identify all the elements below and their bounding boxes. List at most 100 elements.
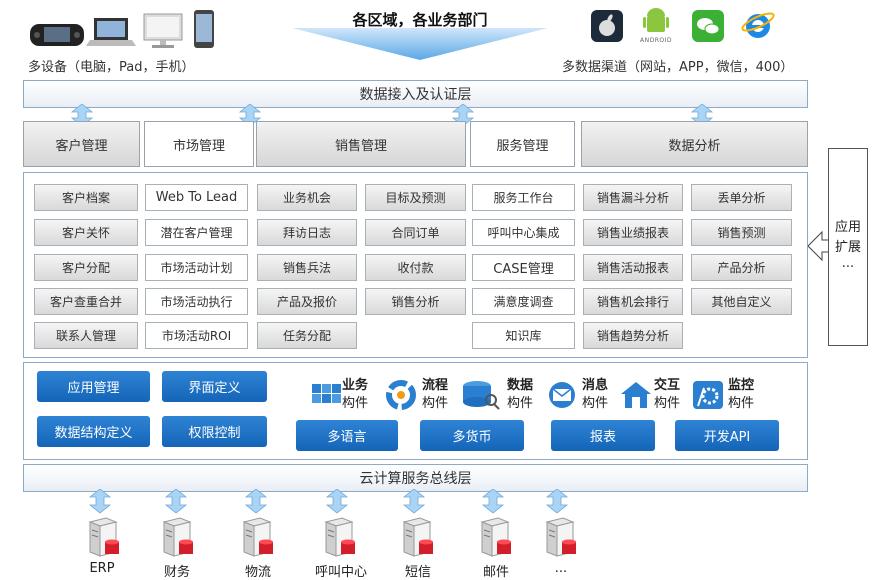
- component-data-l1: 数据: [507, 378, 534, 393]
- component-message[interactable]: 消息 构件: [546, 374, 618, 414]
- apple-icon: [591, 10, 623, 42]
- server-label-callcenter: 呼叫中心: [314, 565, 367, 580]
- extension-line3: ...: [841, 256, 855, 271]
- region-title: 各区域，各业务部门: [352, 10, 488, 29]
- app-manage-button[interactable]: 应用管理: [37, 371, 150, 402]
- feature-potential-customer[interactable]: 潜在客户管理: [145, 219, 248, 246]
- component-monitor-l1: 监控: [728, 378, 755, 393]
- database-icon: [463, 381, 500, 410]
- server-label-erp: ERP: [89, 561, 115, 576]
- component-message-l1: 消息: [582, 378, 609, 393]
- feature-product-quote[interactable]: 产品及报价: [257, 288, 357, 315]
- feature-customer-merge[interactable]: 客户查重合并: [34, 288, 138, 315]
- module-customer[interactable]: 客户管理: [23, 121, 140, 167]
- feature-sales-tactics[interactable]: 销售兵法: [257, 254, 357, 281]
- feature-opportunity-rank[interactable]: 销售机会排行: [583, 288, 683, 315]
- component-business-l2: 构件: [342, 396, 369, 411]
- feature-task-assign[interactable]: 任务分配: [257, 322, 357, 349]
- module-market[interactable]: 市场管理: [144, 121, 254, 167]
- feature-payment[interactable]: 收付款: [365, 254, 466, 281]
- server-icon-finance: [163, 517, 194, 557]
- feature-customer-profile[interactable]: 客户档案: [34, 184, 138, 211]
- feature-opportunity[interactable]: 业务机会: [257, 184, 357, 211]
- feature-contact-manage[interactable]: 联系人管理: [34, 322, 138, 349]
- down-arrow-icon: [292, 10, 548, 66]
- feature-web-to-lead[interactable]: Web To Lead: [145, 184, 248, 211]
- android-icon: [638, 6, 674, 46]
- data-structure-button[interactable]: 数据结构定义: [37, 416, 150, 447]
- devices-label: 多设备（电脑，Pad，手机）: [28, 60, 195, 75]
- component-data[interactable]: 数据 构件: [461, 374, 539, 414]
- feature-product-analysis[interactable]: 产品分析: [691, 254, 792, 281]
- feature-customer-assign[interactable]: 客户分配: [34, 254, 138, 281]
- component-monitor-l2: 构件: [728, 396, 755, 411]
- feature-campaign-plan[interactable]: 市场活动计划: [145, 254, 248, 281]
- devices-icon: [30, 10, 214, 48]
- feature-visit-log[interactable]: 拜访日志: [257, 219, 357, 246]
- ie-icon: [740, 8, 776, 42]
- dev-api-button[interactable]: 开发API: [675, 420, 779, 451]
- module-service[interactable]: 服务管理: [470, 121, 575, 167]
- feature-knowledge-base[interactable]: 知识库: [472, 322, 575, 349]
- feature-activity-report[interactable]: 销售活动报表: [583, 254, 683, 281]
- feature-campaign-roi[interactable]: 市场活动ROI: [145, 322, 248, 349]
- component-message-l2: 构件: [582, 396, 609, 411]
- feature-contract-order[interactable]: 合同订单: [365, 219, 466, 246]
- server-icon-mail: [481, 517, 512, 557]
- cubes-icon: [312, 384, 341, 403]
- server-icon-more: [546, 517, 577, 557]
- cloud-layer: 云计算服务总线层: [23, 464, 808, 492]
- component-data-l2: 构件: [507, 396, 534, 411]
- feature-callcenter[interactable]: 呼叫中心集成: [472, 219, 575, 246]
- extension-line1: 应用: [834, 220, 861, 235]
- feature-target-forecast[interactable]: 目标及预测: [365, 184, 466, 211]
- component-interaction-l1: 交互: [654, 378, 681, 393]
- wechat-icon: [692, 10, 724, 42]
- server-icon-sms: [403, 517, 434, 557]
- component-business[interactable]: 业务 构件: [310, 374, 380, 414]
- devices-group: [28, 8, 218, 50]
- report-button[interactable]: 报表: [551, 420, 655, 451]
- feature-case-manage[interactable]: CASE管理: [472, 254, 575, 281]
- feature-performance-report[interactable]: 销售业绩报表: [583, 219, 683, 246]
- feature-sales-analysis[interactable]: 销售分析: [365, 288, 466, 315]
- feature-satisfaction[interactable]: 满意度调查: [472, 288, 575, 315]
- ui-define-button[interactable]: 界面定义: [162, 371, 267, 402]
- component-business-l1: 业务: [342, 378, 369, 393]
- feature-funnel-analysis[interactable]: 销售漏斗分析: [583, 184, 683, 211]
- extension-line2: 扩展: [834, 240, 861, 255]
- multi-language-button[interactable]: 多语言: [296, 420, 398, 451]
- multi-currency-button[interactable]: 多货币: [420, 420, 524, 451]
- feature-campaign-exec[interactable]: 市场活动执行: [145, 288, 248, 315]
- module-sales[interactable]: 销售管理: [256, 121, 466, 167]
- component-process-l2: 构件: [422, 396, 449, 411]
- feature-trend-analysis[interactable]: 销售趋势分析: [583, 322, 683, 349]
- component-monitor[interactable]: 监控 构件: [692, 374, 768, 414]
- server-label-logistics: 物流: [244, 565, 271, 580]
- server-icon-logistics: [243, 517, 274, 557]
- server-label-mail: 邮件: [482, 565, 509, 580]
- server-arrows: [88, 489, 569, 514]
- feature-custom[interactable]: 其他自定义: [691, 288, 792, 315]
- server-icon-erp: [89, 517, 120, 557]
- feature-lost-order[interactable]: 丢单分析: [691, 184, 792, 211]
- channels-label: 多数据渠道（网站，APP，微信，400）: [562, 60, 794, 75]
- component-process[interactable]: 流程 构件: [384, 374, 456, 414]
- server-label-more: ...: [554, 561, 568, 576]
- extension-box: [828, 148, 868, 346]
- feature-customer-care[interactable]: 客户关怀: [34, 219, 138, 246]
- cycle-icon: [386, 380, 416, 410]
- left-arrow-icon: [808, 230, 830, 262]
- component-interaction[interactable]: 交互 构件: [620, 374, 692, 414]
- server-label-finance: 财务: [163, 565, 190, 580]
- feature-service-desk[interactable]: 服务工作台: [472, 184, 575, 211]
- gear-icon: [693, 381, 723, 409]
- server-icon-callcenter: [325, 517, 356, 557]
- mail-icon: [549, 382, 575, 408]
- house-icon: [621, 382, 651, 408]
- feature-sales-forecast[interactable]: 销售预测: [691, 219, 792, 246]
- module-analysis[interactable]: 数据分析: [581, 121, 808, 167]
- permission-button[interactable]: 权限控制: [162, 416, 267, 447]
- component-process-l1: 流程: [422, 378, 449, 393]
- access-layer: 数据接入及认证层: [23, 80, 808, 108]
